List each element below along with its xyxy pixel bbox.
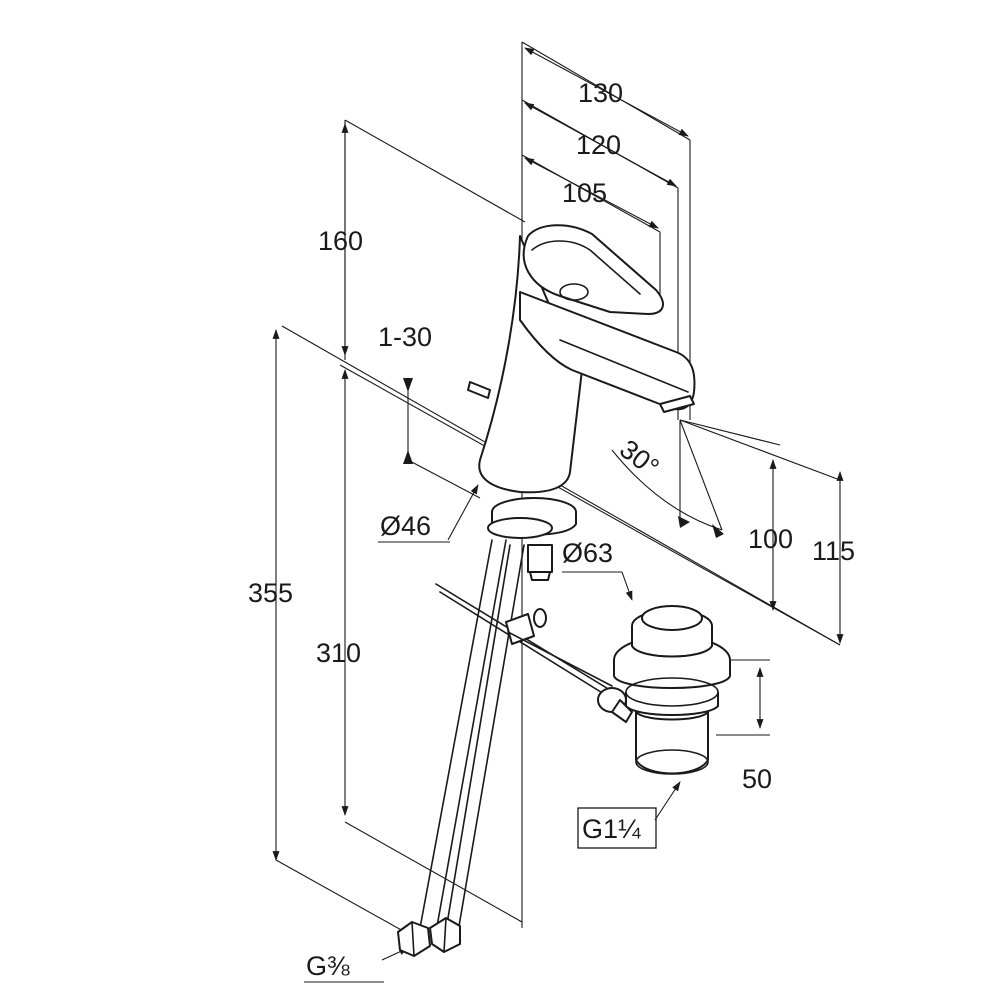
lever-handle [522, 224, 664, 315]
dim-130: 130 [578, 78, 623, 108]
supply-hoses [397, 539, 525, 957]
dim-355: 355 [248, 578, 293, 608]
dim-50: 50 [742, 764, 772, 794]
dimension-labels: 130 120 105 160 1-30 30° 100 115 Ø46 Ø63… [248, 78, 855, 983]
dim-diameter-46: Ø46 [380, 511, 431, 541]
waste-body [635, 711, 709, 775]
faucet [467, 224, 696, 581]
thread-label-box-g114 [577, 807, 657, 849]
thread-g1-1-4: G1¼ [582, 814, 641, 844]
thread-g3-8: G⅜ [306, 951, 350, 981]
dim-115: 115 [812, 536, 855, 566]
popup-rod-linkage [435, 583, 633, 723]
dim-120: 120 [576, 130, 621, 160]
faucet-spout [519, 291, 696, 411]
dim-diameter-63: Ø63 [562, 538, 613, 568]
dim-105: 105 [562, 178, 607, 208]
dim-100: 100 [748, 524, 793, 554]
dim-160: 160 [318, 226, 363, 256]
popup-rod-knob [467, 381, 491, 399]
dim-30-degrees: 30° [614, 434, 665, 483]
faucet-column [478, 235, 583, 494]
dim-1-30: 1-30 [378, 322, 432, 352]
dim-310: 310 [316, 638, 361, 668]
popup-waste [613, 605, 731, 775]
